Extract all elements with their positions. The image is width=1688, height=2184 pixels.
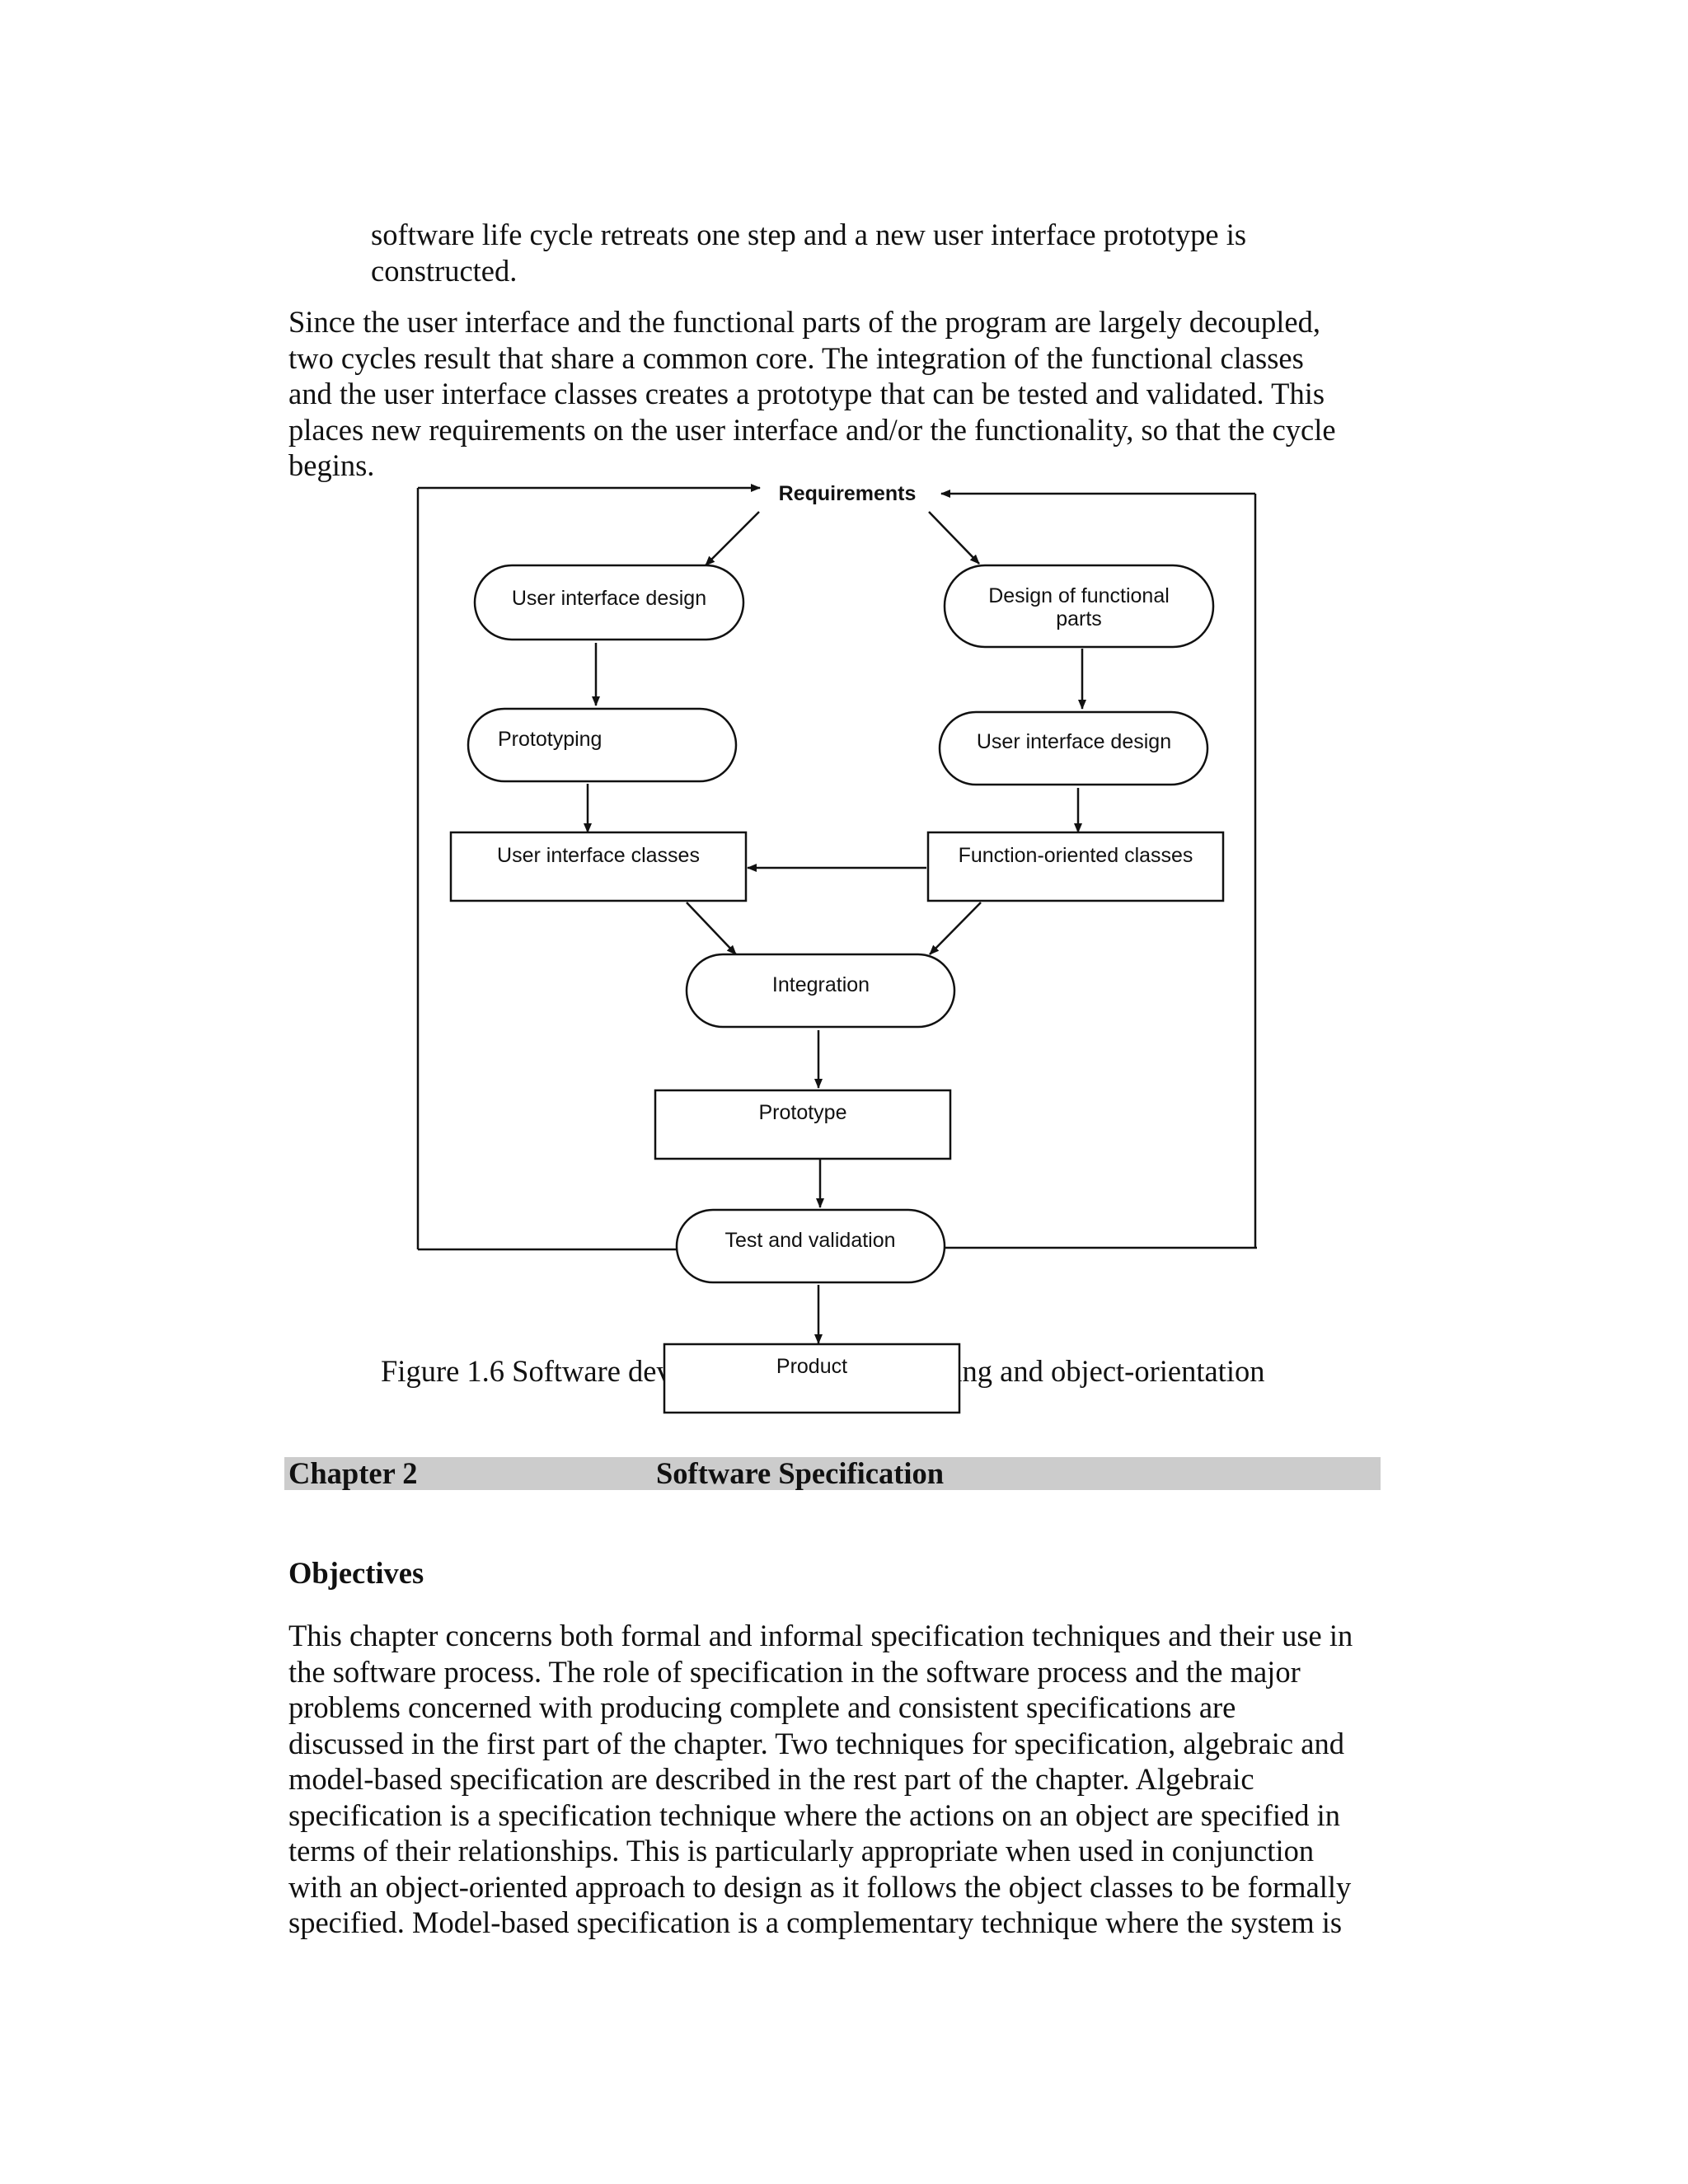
- figure-caption: Figure 1.6 Software development with pro…: [381, 1354, 1265, 1388]
- functional-design-label-line1: Design of functional: [988, 584, 1170, 607]
- functional-design-node: Design of functional parts: [943, 564, 1215, 649]
- ui-design-right-label: User interface design: [977, 730, 1171, 753]
- text-line: and the user interface classes creates a…: [288, 377, 1325, 410]
- arrow-requirements-to-functional-design: [928, 511, 980, 565]
- text-line: specification is a specification techniq…: [288, 1797, 1340, 1832]
- text-line: software life cycle retreats one step an…: [371, 218, 1247, 251]
- prototype-node: Prototype: [654, 1089, 952, 1160]
- arrow-requirements-to-ui-design: [705, 511, 760, 566]
- ui-design-left-label: User interface design: [512, 587, 706, 610]
- text-line: with an object-oriented approach to desi…: [288, 1869, 1352, 1904]
- text-line: discussed in the first part of the chapt…: [288, 1726, 1344, 1760]
- text-line: begins.: [288, 448, 375, 482]
- functional-design-label-line2: parts: [1056, 607, 1102, 630]
- intro-paragraph: software life cycle retreats one step an…: [371, 217, 1246, 288]
- text-line: specified. Model-based specification is …: [288, 1905, 1343, 1939]
- chapter-header-bar: Chapter 2 Software Specification: [284, 1457, 1381, 1490]
- prototyping-label: Prototyping: [498, 728, 602, 751]
- ui-design-node-right: User interface design: [938, 710, 1209, 786]
- function-classes-label: Function-oriented classes: [959, 844, 1193, 867]
- test-validation-label: Test and validation: [724, 1229, 895, 1252]
- test-validation-node: Test and validation: [675, 1208, 946, 1284]
- integration-label: Integration: [772, 973, 870, 996]
- text-line: constructed.: [371, 253, 518, 288]
- text-line: places new requirements on the user inte…: [288, 412, 1336, 447]
- prototype-label: Prototype: [758, 1101, 846, 1124]
- integration-node: Integration: [685, 953, 956, 1029]
- text-line: terms of their relationships. This is pa…: [288, 1834, 1315, 1868]
- arrow-ui-classes-to-integration: [686, 902, 737, 955]
- chapter-number: Chapter 2: [288, 1456, 418, 1490]
- objectives-heading: Objectives: [288, 1556, 424, 1590]
- arrow-function-classes-to-integration: [929, 902, 982, 955]
- diagram-connectors: [416, 484, 1257, 1344]
- text-line: model-based specification are described …: [288, 1762, 1254, 1796]
- function-classes-node: Function-oriented classes: [926, 831, 1225, 902]
- chapter-title: Software Specification: [656, 1456, 945, 1490]
- objectives-paragraph: This chapter concerns both formal and in…: [288, 1618, 1353, 1941]
- text-line: two cycles result that share a common co…: [288, 340, 1304, 375]
- text-line: problems concerned with producing comple…: [288, 1690, 1236, 1724]
- body-paragraph-1: Since the user interface and the functio…: [288, 304, 1336, 484]
- prototyping-node: Prototyping: [467, 707, 738, 783]
- requirements-label: Requirements: [779, 482, 917, 505]
- text-line: Since the user interface and the functio…: [288, 305, 1320, 339]
- text-line: the software process. The role of specif…: [288, 1654, 1301, 1689]
- ui-design-node-left: User interface design: [473, 564, 745, 641]
- ui-classes-node: User interface classes: [449, 831, 748, 902]
- ui-classes-label: User interface classes: [497, 844, 700, 867]
- text-line: This chapter concerns both formal and in…: [288, 1619, 1353, 1652]
